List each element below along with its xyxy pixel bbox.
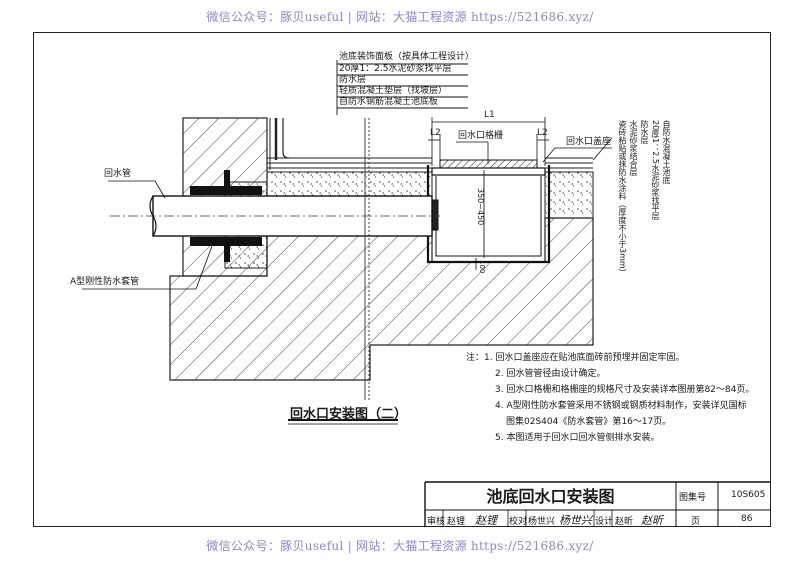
right-layer-waterproof: 防水层 bbox=[640, 120, 649, 144]
label-cover: 回水口盖座 bbox=[566, 137, 612, 147]
return-pipe bbox=[110, 195, 440, 237]
right-layer-base: 自防水混凝土池底 bbox=[662, 120, 671, 184]
designer-name: 赵昕 bbox=[615, 517, 634, 527]
notes-prefix: 注： bbox=[466, 353, 485, 363]
note-1: 1. 回水口盖座应在贴池底面砖前预埋并固定牢固。 bbox=[484, 353, 685, 363]
dim-label-depth: 350~450 bbox=[476, 188, 485, 226]
check-label: 校对 bbox=[509, 517, 528, 527]
waterproof-sleeve bbox=[190, 170, 262, 262]
layer-label-slab: 自防水钢筋混凝土池底板 bbox=[339, 97, 439, 107]
layer-label-cushion: 轻质混凝土垫层（找坡层） bbox=[339, 86, 448, 96]
dim-label-l2-left: L2 bbox=[430, 128, 441, 138]
drawing-title: 池底回水口安装图 bbox=[486, 487, 615, 506]
reviewer-signature: 赵锂 bbox=[475, 514, 497, 527]
note-3: 3. 回水口格栅和格栅座的规格尺寸及安装详本图册第82～84页。 bbox=[495, 385, 755, 395]
title-block: 池底回水口安装图 图集号 10S605 审核 赵锂 赵锂 校对 杨世兴 杨世兴 … bbox=[425, 482, 771, 527]
atlas-label: 图集号 bbox=[679, 493, 707, 503]
checker-name: 杨世兴 bbox=[528, 517, 556, 527]
layer-label-waterproof: 防水层 bbox=[339, 75, 367, 85]
dim-label-100: 100 bbox=[478, 260, 486, 274]
checker-signature: 杨世兴 bbox=[559, 514, 592, 527]
drawing-sheet-border bbox=[33, 32, 771, 527]
page-number: 86 bbox=[741, 514, 753, 524]
right-layer-mortar: 水泥砂浆结合层 bbox=[629, 120, 638, 176]
dim-label-l2-right: L2 bbox=[537, 128, 548, 138]
right-layer-leveling: 20厚1：2.5水泥砂浆找平层 bbox=[651, 120, 660, 220]
notes-block: 注：1. 回水口盖座应在贴池底面砖前预埋并固定牢固。 2. 回水管管径由设计确定… bbox=[466, 350, 766, 446]
note-2: 2. 回水管管径由设计确定。 bbox=[495, 369, 606, 379]
title-block-grid bbox=[424, 481, 771, 527]
watermark-bottom: 微信公众号：豚贝useful | 网站：大猫工程资源 https://52168… bbox=[206, 539, 594, 553]
note-4-cont: 图集02S404《防水套管》第16～17页。 bbox=[506, 417, 672, 427]
dim-label-l1: L1 bbox=[484, 110, 495, 120]
diagram-title: 回水口安装图（二） bbox=[290, 407, 408, 422]
page-label: 页 bbox=[691, 517, 701, 527]
label-sleeve: A型刚性防水套管 bbox=[70, 277, 140, 287]
layer-callout-leader bbox=[336, 60, 468, 115]
rebar-lines bbox=[364, 118, 370, 400]
design-label: 设计 bbox=[595, 517, 614, 527]
right-layer-tile: 瓷砖粘贴或抹防水涂料（厚度不小于3mm） bbox=[618, 120, 627, 277]
outlet-sump-box bbox=[426, 159, 551, 264]
reviewer-name: 赵锂 bbox=[447, 517, 466, 527]
label-leaders bbox=[82, 137, 613, 290]
note-4: 4. A型刚性防水套管采用不锈钢或钢质材料制作，安装详见国标 bbox=[495, 401, 747, 411]
designer-signature: 赵昕 bbox=[641, 514, 663, 527]
layer-label-leveling: 20厚1：2.5水泥砂浆找平层 bbox=[339, 64, 452, 74]
layer-label-finish-panel: 池底装饰面板（按具体工程设计） bbox=[339, 52, 475, 62]
watermark-top: 微信公众号：豚贝useful | 网站：大猫工程资源 https://52168… bbox=[206, 10, 594, 24]
review-label: 审核 bbox=[427, 517, 446, 527]
dimension-lines bbox=[428, 117, 549, 270]
atlas-number: 10S605 bbox=[731, 490, 766, 500]
label-return-pipe: 回水管 bbox=[104, 169, 132, 179]
label-grate: 回水口格栅 bbox=[458, 131, 504, 141]
note-5: 5. 本图适用于回水口回水管侧排水安装。 bbox=[495, 433, 660, 443]
finish-layers bbox=[267, 118, 593, 170]
diagram-title-underline bbox=[288, 419, 398, 425]
